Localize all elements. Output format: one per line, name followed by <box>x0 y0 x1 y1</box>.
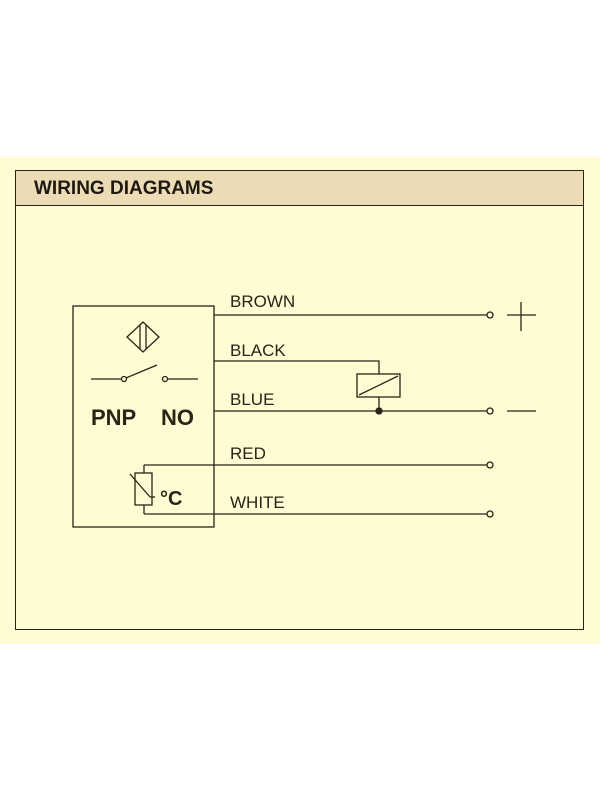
sensor-contact: NO <box>161 405 194 430</box>
wire-black <box>214 360 380 374</box>
label-brown: BROWN <box>230 292 295 311</box>
label-blue: BLUE <box>230 390 274 409</box>
wiring-panel <box>0 157 600 644</box>
plus-icon <box>507 302 536 331</box>
section-title: WIRING DIAGRAMS <box>34 178 214 199</box>
thermistor-icon <box>129 465 155 514</box>
section-header: WIRING DIAGRAMS <box>16 171 583 206</box>
label-red: RED <box>230 444 266 463</box>
sensor-box <box>72 305 215 528</box>
sensor-type: PNP <box>91 405 136 430</box>
inductive-sensor-icon <box>126 321 160 353</box>
label-white: WHITE <box>230 493 285 512</box>
temp-unit: °C <box>160 488 182 510</box>
terminals <box>486 311 494 518</box>
label-black: BLACK <box>230 341 286 360</box>
wiring-frame: WIRING DIAGRAMS <box>15 170 584 630</box>
switch-no-icon <box>91 364 198 383</box>
